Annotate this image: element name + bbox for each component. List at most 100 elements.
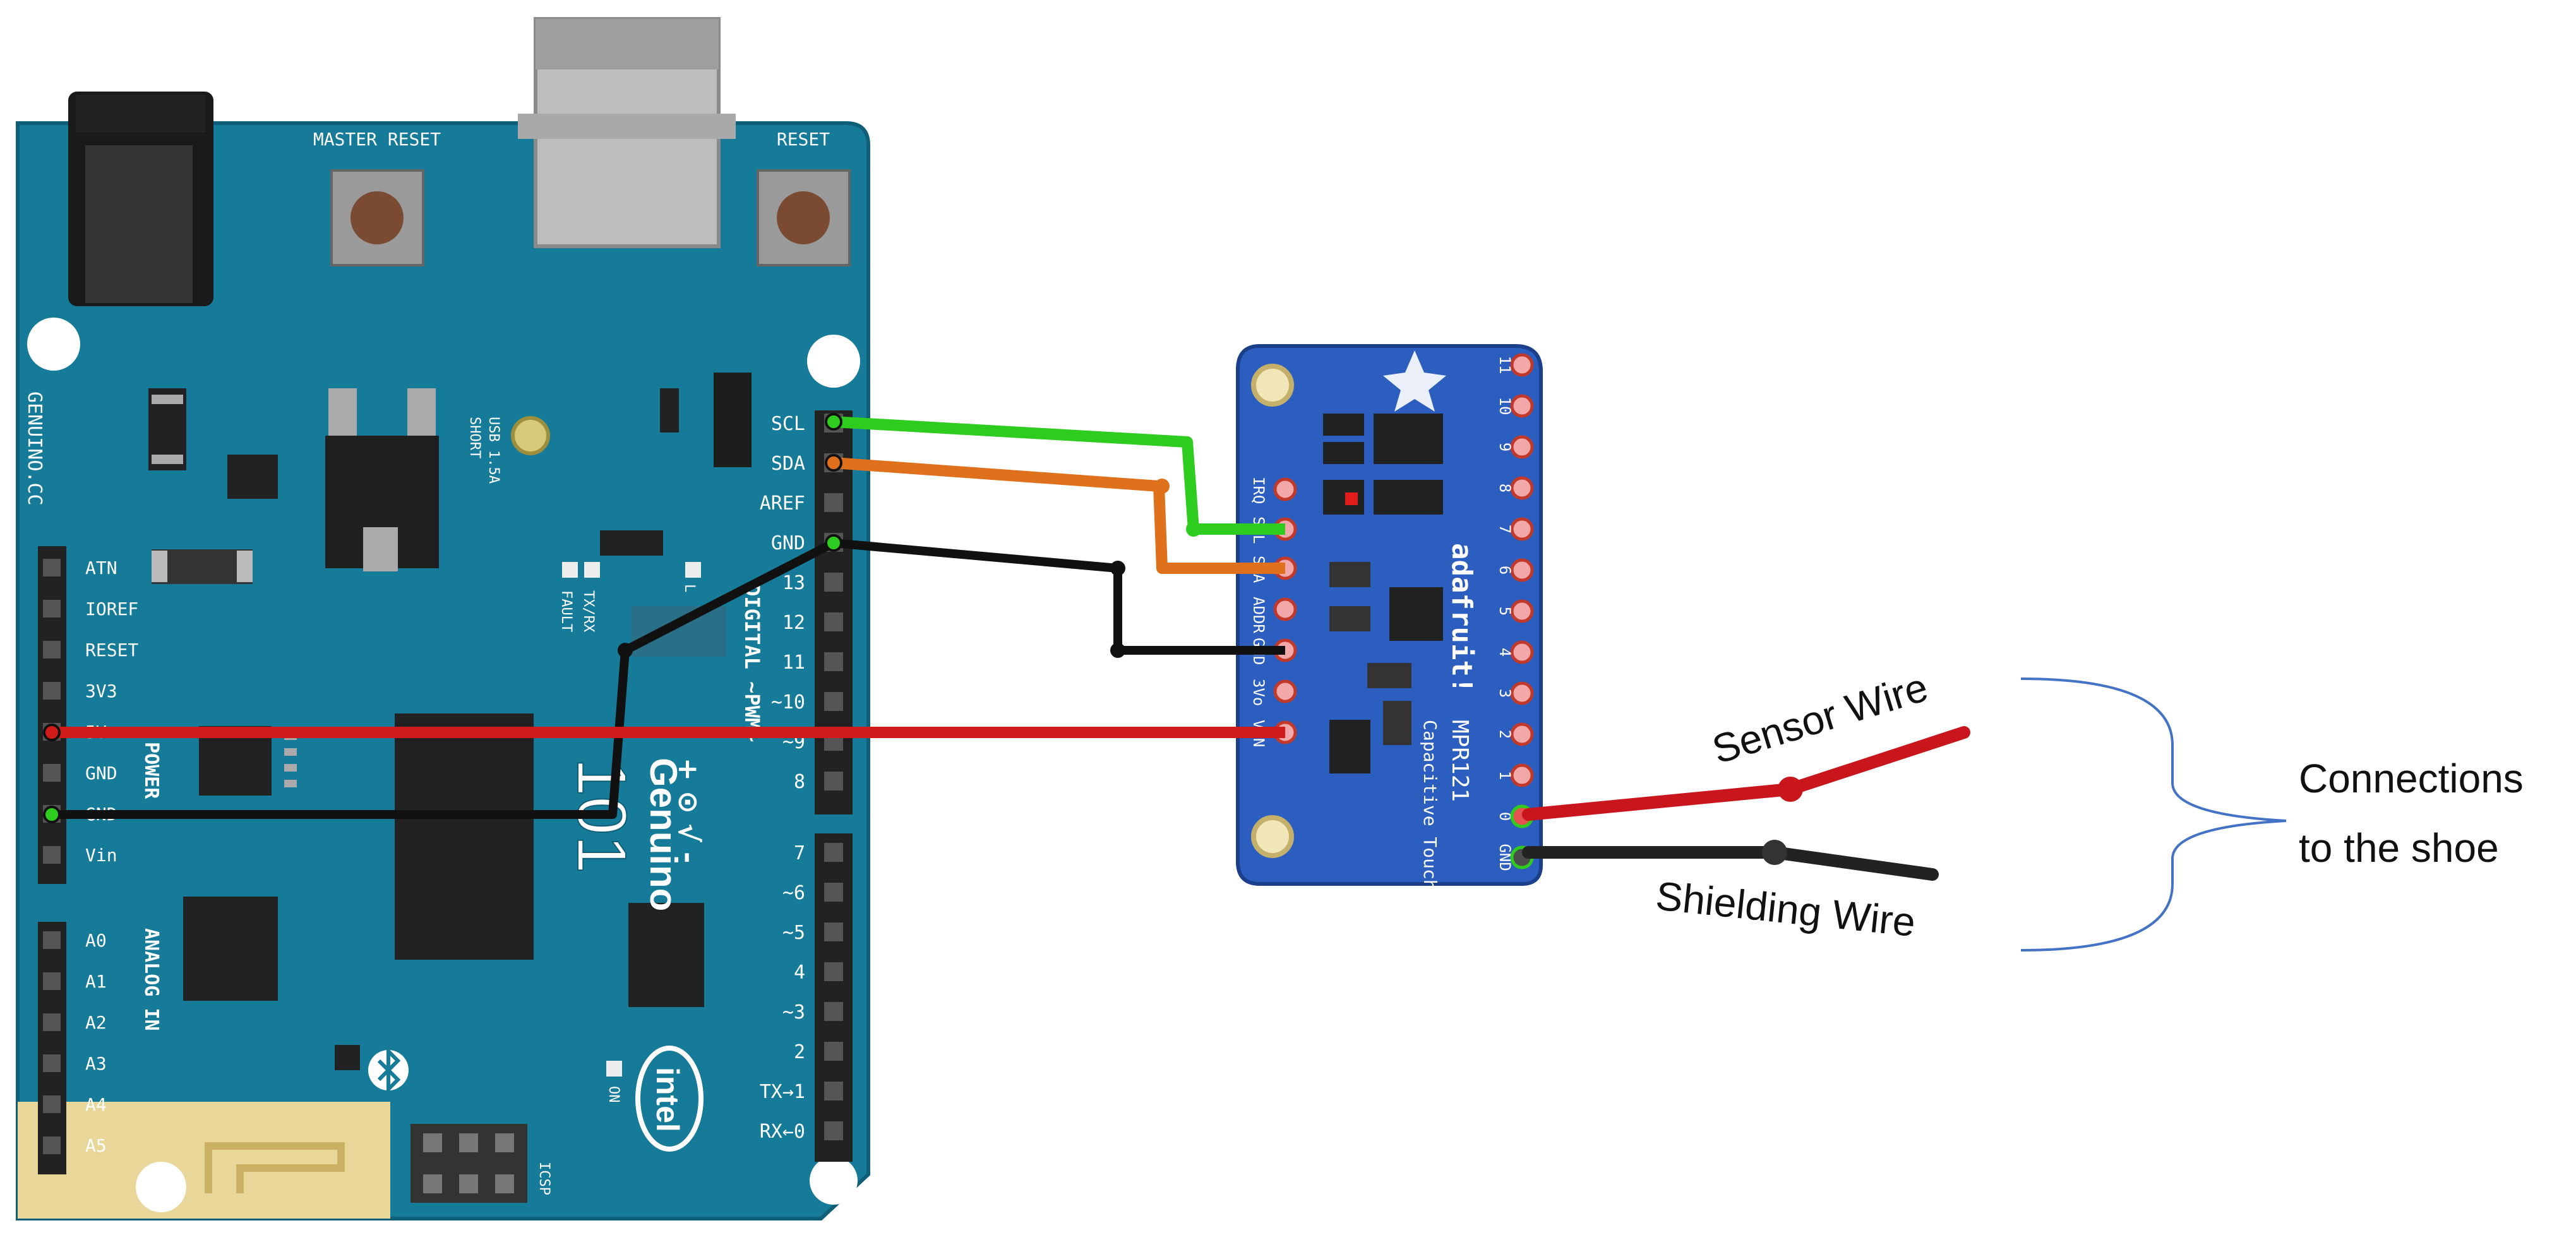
- breakout-pin-pad: [1273, 679, 1297, 703]
- shielding-wire: [1522, 846, 1939, 881]
- wire-junction: [43, 806, 61, 823]
- wire-junction: [825, 454, 842, 472]
- power-pin-label: ATN: [85, 558, 117, 578]
- shoe-connections: Sensor Wire Shielding Wire Connections t…: [1522, 664, 2524, 952]
- pin-pad: [43, 600, 61, 618]
- digital-pin-label: 12: [782, 612, 805, 634]
- component: [600, 530, 663, 556]
- digital-pin-label: ~6: [782, 882, 805, 904]
- pin-pad: [43, 764, 61, 782]
- master-reset-button[interactable]: [330, 169, 424, 266]
- mounting-hole: [27, 318, 80, 371]
- mounting-hole: [136, 1162, 186, 1212]
- chip-pins: [632, 606, 726, 657]
- mounting-hole: [1251, 364, 1294, 407]
- mounting-hole: [1251, 815, 1294, 858]
- breakout-pin-pad: [1510, 435, 1534, 459]
- breakout-pin-pad: [1510, 558, 1534, 582]
- breakout-pin-pad: [1273, 477, 1297, 501]
- component: [152, 395, 183, 404]
- analog-pin-label: A5: [85, 1135, 107, 1156]
- digital-pin-label: 2: [794, 1041, 805, 1063]
- pin-pad: [824, 573, 843, 592]
- mounting-hole: [807, 335, 860, 388]
- breakout-right-pin-label: 3: [1496, 689, 1514, 698]
- component: [335, 1045, 360, 1070]
- digital-pin-label: ~3: [782, 1001, 805, 1023]
- board-site-label: GENUINO.CC: [23, 391, 45, 506]
- digital-pin-label: ~5: [782, 922, 805, 944]
- mpr121-chip: [1389, 587, 1443, 641]
- analog-pin-label: A2: [85, 1012, 107, 1033]
- reset-button[interactable]: [757, 169, 851, 266]
- svg-text:intel: intel: [650, 1067, 685, 1132]
- breakout-pin-pad: [1273, 597, 1297, 621]
- chip-right: [628, 903, 704, 1007]
- breakout-pin-pad: [1510, 599, 1534, 623]
- digital-pin-label: GND: [771, 532, 805, 554]
- breakout-right-pin-label: 5: [1496, 607, 1514, 616]
- bluetooth-icon: [368, 1046, 409, 1094]
- breakout-right-pin-label: 2: [1496, 730, 1514, 739]
- on-led: [606, 1061, 622, 1077]
- component: [227, 455, 278, 499]
- usb-connector: [518, 17, 736, 248]
- pin-pad: [824, 652, 843, 671]
- header-small-top: [714, 373, 752, 467]
- pin-pad: [43, 1013, 61, 1031]
- component: [1329, 720, 1370, 773]
- digital-label: DIGITAL ~PWM~: [740, 584, 764, 742]
- connections-label-line1: Connections: [2299, 756, 2524, 801]
- component: [1323, 414, 1364, 436]
- breakout-pin-pad: [1510, 517, 1534, 541]
- pin-pad: [43, 641, 61, 659]
- pin-pad: [43, 972, 61, 990]
- txrx-label: TX/RX: [580, 590, 596, 633]
- antenna-trace: [205, 1142, 345, 1193]
- component: [152, 551, 167, 582]
- pin-pad: [43, 846, 61, 864]
- txrx-led: [584, 562, 600, 578]
- analog-pin-label: A4: [85, 1094, 107, 1115]
- breakout-right-pin-label: 11: [1496, 356, 1514, 374]
- wire-junction: [43, 724, 61, 741]
- fuse: [511, 416, 550, 455]
- pin-pad: [824, 612, 843, 631]
- breakout-right-pin-label: 4: [1496, 648, 1514, 657]
- wire-bend: [618, 643, 633, 658]
- dc-power-jack: [68, 92, 213, 306]
- analog-in-label: ANALOG IN: [140, 928, 162, 1031]
- component: [1323, 480, 1364, 515]
- reset-label: RESET: [777, 129, 830, 150]
- shielding-wire-bend: [1762, 840, 1787, 865]
- pin-pad: [824, 922, 843, 941]
- pin-pad: [43, 682, 61, 700]
- breakout-pin-pad: [1510, 353, 1534, 377]
- wire-gnd-addr: [833, 539, 1285, 655]
- breakout-model-label: MPR121: [1447, 720, 1473, 802]
- wire-scl: [833, 416, 1285, 535]
- power-pin-label: RESET: [85, 640, 138, 660]
- voltage-regulator: [325, 388, 439, 571]
- chip-qfp: [183, 897, 278, 1001]
- breakout-right-pin-label: 8: [1496, 484, 1514, 492]
- breakout-right-pin-label: 6: [1496, 566, 1514, 575]
- analog-header: [38, 922, 66, 1174]
- breakout-subtitle-label: Capacitive Touch Sensors: [1420, 720, 1441, 975]
- wire-junction: [825, 534, 842, 552]
- component: [1367, 663, 1411, 688]
- wire-sda: [833, 457, 1285, 574]
- master-reset-label: MASTER RESET: [313, 129, 441, 150]
- component: [152, 455, 183, 464]
- pin-pad: [43, 559, 61, 576]
- pin-pad: [43, 931, 61, 949]
- component: [237, 551, 253, 582]
- connections-label-line2: to the shoe: [2299, 825, 2499, 871]
- breakout-brand-label: adafruit!: [1446, 543, 1478, 693]
- digital-pin-label: SCL: [771, 413, 805, 435]
- wire-junction: [825, 413, 842, 431]
- component: [1374, 414, 1443, 464]
- pin-pad: [43, 1054, 61, 1072]
- board-brand-label: Genuino: [642, 758, 685, 911]
- breakout-left-pin-label: ADDR: [1250, 597, 1267, 633]
